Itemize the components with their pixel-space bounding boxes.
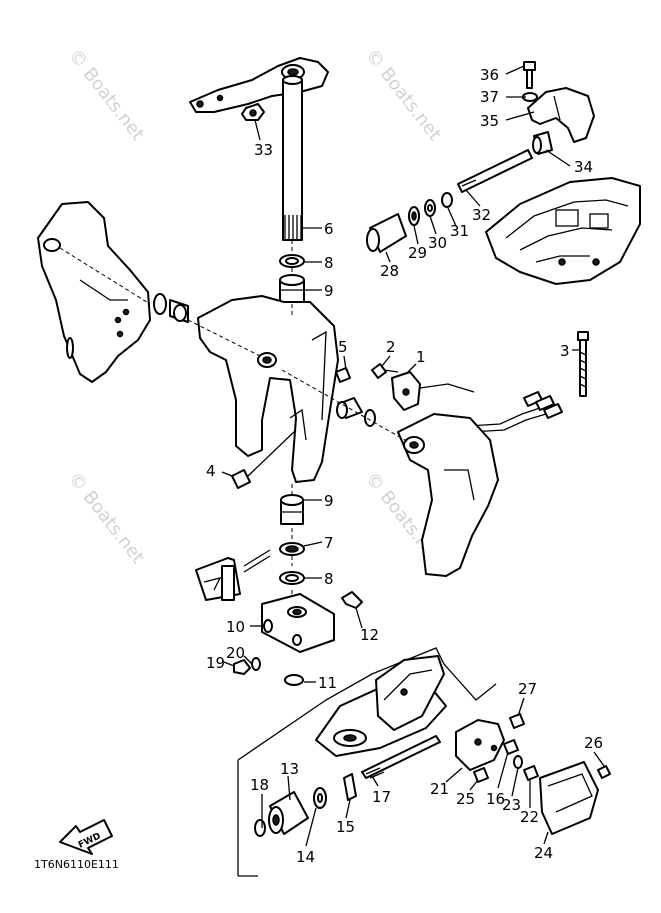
nut-27 [509, 713, 525, 729]
washer-29 [408, 206, 420, 226]
nut-33 [241, 103, 265, 121]
bracket-35 [527, 87, 595, 143]
grease-nipple-5 [335, 367, 351, 383]
callout-7: 7 [324, 534, 334, 552]
clip-15 [343, 773, 357, 801]
callout-13: 13 [280, 760, 299, 778]
callout-16: 16 [486, 790, 505, 808]
bushing-9-lower [280, 494, 304, 525]
bearing-7 [279, 542, 305, 556]
steering-arm [189, 57, 329, 113]
clamp-bracket-right [397, 413, 499, 577]
leader-lines [221, 65, 605, 847]
callout-9: 9 [324, 282, 334, 300]
callout-37: 37 [480, 88, 499, 106]
nut-19 [233, 659, 251, 675]
callout-36: 36 [480, 66, 499, 84]
bushing-13 [268, 791, 309, 835]
plate-24 [539, 761, 599, 835]
figure-code: 1T6N6110E111 [34, 858, 119, 871]
callout-35: 35 [480, 112, 499, 130]
callout-11: 11 [318, 674, 337, 692]
callout-28: 28 [380, 262, 399, 280]
callout-1: 1 [416, 348, 426, 366]
callout-8-lower: 8 [324, 570, 334, 588]
bolt-3 [577, 331, 589, 397]
washer-8-lower [279, 571, 305, 585]
callout-15: 15 [336, 818, 355, 836]
washer-23 [513, 755, 523, 769]
callout-18: 18 [250, 776, 269, 794]
steering-shaft [282, 75, 303, 241]
callout-10: 10 [226, 618, 245, 636]
fwd-arrow-icon: FWD [59, 819, 113, 855]
transom-plate [237, 647, 497, 877]
callout-22: 22 [520, 808, 539, 826]
bushing-28 [366, 213, 407, 253]
callout-21: 21 [430, 780, 449, 798]
steering-block-10 [261, 593, 335, 653]
callout-5: 5 [338, 338, 348, 356]
callout-34: 34 [574, 158, 593, 176]
washer-18 [254, 819, 266, 837]
washer-14 [313, 787, 327, 809]
washer-31 [441, 192, 453, 208]
cap-22 [523, 765, 539, 781]
pin-16 [503, 739, 519, 755]
callout-6: 6 [324, 220, 334, 238]
callout-24: 24 [534, 844, 553, 862]
callout-27: 27 [518, 680, 537, 698]
callout-labels: 33 6 8 9 5 2 1 3 4 9 7 8 10 12 20 19 11 … [206, 66, 603, 866]
bushing-9-upper [279, 274, 305, 303]
callout-19: 19 [206, 654, 225, 672]
clamp-bracket-left [37, 201, 151, 383]
bolt-25 [473, 767, 489, 783]
watermark: © Boats.net [64, 45, 148, 144]
tilt-rod-32 [457, 149, 533, 193]
lower-housing-top [485, 177, 641, 285]
washer-30 [424, 199, 436, 217]
callout-20: 20 [226, 644, 245, 662]
inset-detail [195, 549, 271, 601]
washer-8-upper [279, 254, 305, 268]
wire-harness [467, 391, 563, 433]
clip-12 [341, 591, 363, 609]
bushing-34 [532, 131, 553, 155]
lock-lever [375, 655, 445, 731]
tilt-switch-1 [391, 371, 475, 411]
watermark: © Boats.net [361, 45, 445, 144]
callout-32: 32 [472, 206, 491, 224]
bolt-4 [231, 429, 297, 489]
callout-17: 17 [372, 788, 391, 806]
callout-30: 30 [428, 234, 447, 252]
callout-29: 29 [408, 244, 427, 262]
callout-25: 25 [456, 790, 475, 808]
watermark: © Boats.net [64, 468, 148, 567]
callout-33: 33 [254, 141, 273, 159]
bolt-26 [597, 765, 611, 779]
callout-23: 23 [502, 796, 521, 814]
washer-20 [251, 657, 261, 671]
callout-2: 2 [386, 338, 396, 356]
ring-11 [284, 674, 304, 686]
callout-3: 3 [560, 342, 570, 360]
callout-12: 12 [360, 626, 379, 644]
bolt-36 [523, 61, 536, 89]
tilt-rod-17 [361, 735, 441, 779]
callout-4: 4 [206, 462, 216, 480]
callout-8: 8 [324, 254, 334, 272]
screw-2 [371, 363, 399, 379]
lock-bracket-21 [455, 719, 505, 771]
tilt-axis-line [59, 247, 413, 445]
callout-14: 14 [296, 848, 315, 866]
callout-31: 31 [450, 222, 469, 240]
tilt-bushing-left [153, 293, 189, 323]
callout-9-lower: 9 [324, 492, 334, 510]
swivel-bracket [197, 295, 339, 483]
callout-26: 26 [584, 734, 603, 752]
